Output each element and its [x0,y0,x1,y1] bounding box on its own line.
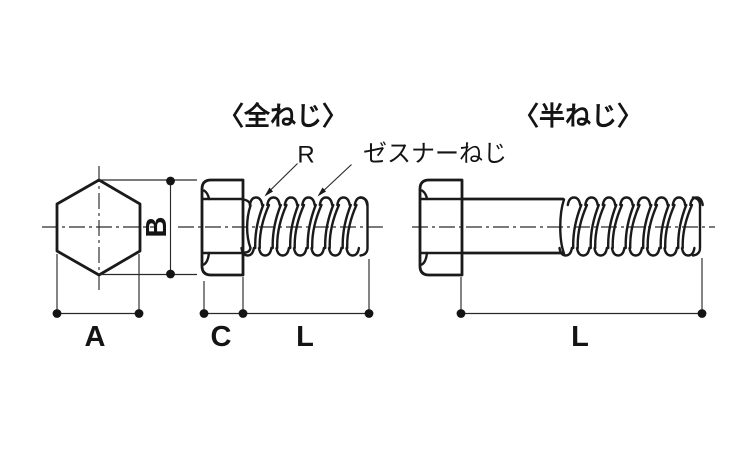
dim-a-dot-left [52,309,62,318]
half-bolt-head-chamfer-arcs [420,189,429,266]
dim-c-label: C [211,321,232,353]
leader-r-arrowhead [264,187,273,197]
full-bolt-head-facet-lines [201,197,245,255]
dim-l-full-label: L [296,321,314,353]
full-thread-bolt-thread [240,196,369,257]
dimension-b: B [99,176,197,279]
half-bolt-head-outline [418,178,464,277]
half-thread-bolt [412,178,715,277]
dim-c-dot-left [199,309,209,318]
leader-thread-line [319,164,352,195]
dimension-l-half: L [456,258,707,353]
dimension-a: A [52,254,144,353]
full-bolt-end-face [359,196,369,257]
dim-b-label: B [141,217,173,238]
leader-fillet-radius: R [264,142,315,197]
full-bolt-fillet [242,198,252,254]
dim-b-dot-top [166,176,175,186]
half-bolt-head-facet-lines [419,197,464,255]
dim-a-dot-right [134,309,144,318]
full-bolt-head-outline [200,178,245,277]
full-thread-title: 〈全ねじ〉 [218,101,348,131]
half-bolt-end-face [691,196,702,257]
half-bolt-shank [460,197,565,255]
dim-l-half-dot-left [456,309,466,318]
fillet-radius-label: R [297,142,314,169]
hex-head-front-view [42,166,155,290]
dim-a-label: A [85,321,106,353]
dim-l-full-dot-right [364,309,374,318]
half-thread-bolt-thread [558,196,704,257]
leader-thread-arrowhead [317,187,326,197]
half-thread-title: 〈半ねじ〉 [513,101,643,131]
dim-l-half-dot-right [697,309,707,318]
dim-l-half-label: L [571,321,589,353]
dim-c-dot-right [238,309,248,318]
thread-name-label: ゼスナーねじ [363,141,507,168]
dim-b-dot-bottom [166,269,175,279]
full-thread-bolt [178,178,386,277]
full-bolt-head-chamfer-arcs [202,189,211,266]
leader-thread-name: ゼスナーねじ [317,141,507,197]
dimension-c-and-l: C L [199,259,374,353]
leader-r-line [265,163,298,195]
half-bolt-thread-runout [559,198,566,255]
